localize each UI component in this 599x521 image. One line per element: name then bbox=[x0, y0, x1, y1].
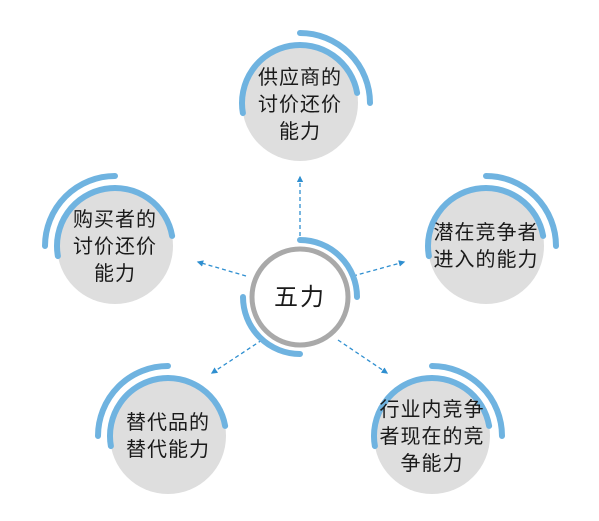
node-bottom-left bbox=[95, 363, 229, 494]
connectors bbox=[196, 175, 406, 374]
node-label-bottom-left: 替代品的 替代能力 bbox=[126, 410, 210, 461]
node-center bbox=[240, 237, 360, 357]
arrow-to-left bbox=[196, 260, 247, 277]
arrow-to-bottom-left bbox=[210, 339, 263, 374]
node-label-top: 供应商的 讨价还价 能力 bbox=[258, 65, 342, 143]
node-left bbox=[42, 173, 176, 304]
center-label: 五力 bbox=[274, 283, 326, 311]
arrow-to-bottom-right bbox=[337, 339, 389, 374]
node-bottom-right bbox=[371, 363, 505, 494]
node-label-left: 购买者的 讨价还价 能力 bbox=[73, 207, 157, 285]
node-top bbox=[239, 30, 373, 161]
node-label-right: 潜在竞争者 进入的能力 bbox=[433, 220, 539, 271]
node-right bbox=[425, 173, 559, 304]
node-label-bottom-right: 行业内竞争 者现在的竞 争能力 bbox=[379, 397, 485, 475]
arrow-to-right bbox=[352, 260, 406, 277]
